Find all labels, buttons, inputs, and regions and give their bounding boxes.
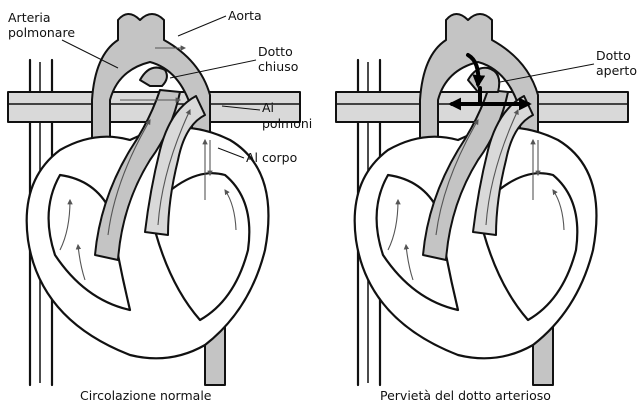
label-arteria-line2: polmonare xyxy=(8,25,75,40)
label-aorta: Aorta xyxy=(228,8,262,23)
caption-right: Pervietà del dotto arterioso xyxy=(380,388,551,403)
label-arteria-line1: Arteria xyxy=(8,10,51,25)
label-to-lungs-line2: polmoni xyxy=(262,116,312,131)
label-open-duct-line1: Dotto xyxy=(596,48,631,63)
label-open-duct-line2: aperto xyxy=(596,63,637,78)
closed-duct-shape xyxy=(140,68,167,86)
label-to-lungs-line1: Ai xyxy=(262,100,274,115)
label-closed-duct-line1: Dotto xyxy=(258,44,293,59)
open-duct-shape xyxy=(468,68,499,92)
leader-aorta xyxy=(178,16,226,36)
caption-left: Circolazione normale xyxy=(80,388,212,403)
label-closed-duct-line2: chiuso xyxy=(258,59,298,74)
right-heart-pda: Dotto aperto Pervietà del dotto arterios… xyxy=(336,14,637,403)
label-to-body: Al corpo xyxy=(246,150,297,165)
left-heart-normal: Arteria polmonare Aorta Dotto chiuso Ai … xyxy=(8,8,312,403)
